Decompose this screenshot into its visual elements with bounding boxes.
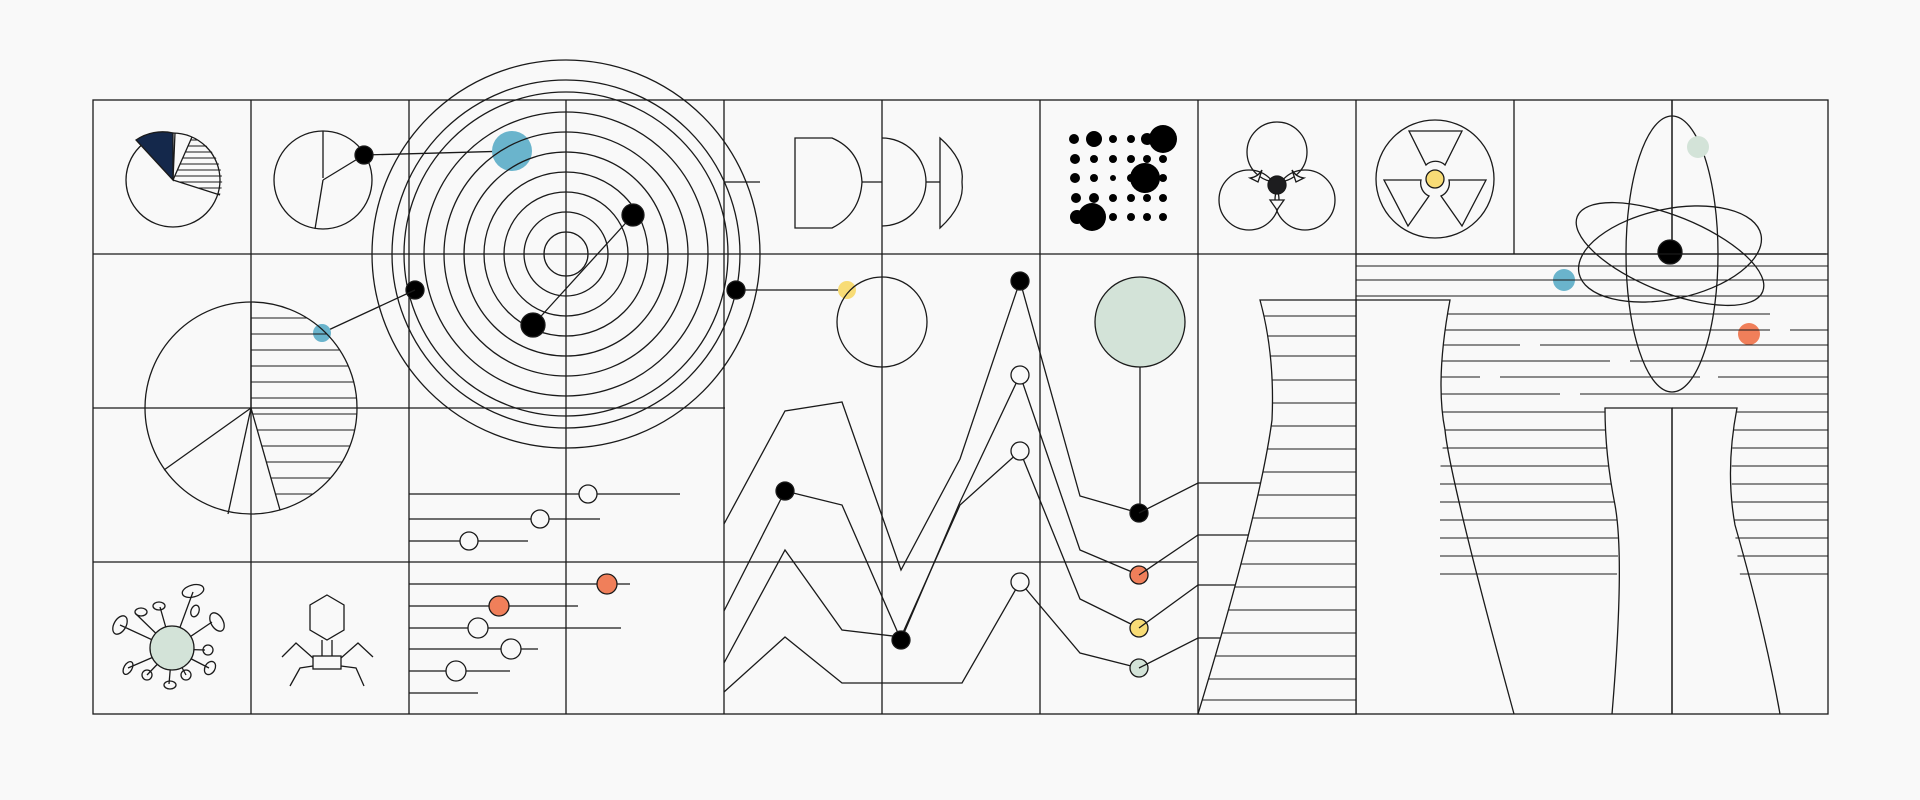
line-graph-icon xyxy=(723,271,1260,693)
dot-matrix-icon xyxy=(1069,125,1177,231)
lollipop-lines xyxy=(409,484,680,694)
mint-balloon xyxy=(1094,276,1186,513)
steam-dashes xyxy=(1480,328,1790,396)
logic-gate-icon xyxy=(724,136,963,230)
radar-target-icon xyxy=(313,59,761,449)
virus-icon xyxy=(112,583,225,690)
cooling-tower-icon xyxy=(1197,253,1828,715)
bacteriophage-icon xyxy=(281,594,374,687)
pie-chart-icon xyxy=(125,131,223,228)
circle-pin xyxy=(726,276,928,368)
radiation-icon xyxy=(1375,119,1495,239)
biohazard-icon xyxy=(1218,121,1336,231)
grid-lines xyxy=(92,99,1829,715)
large-pie-chart xyxy=(144,301,358,515)
atom-icon xyxy=(1553,100,1765,393)
balloon-pin-icon xyxy=(273,130,532,230)
